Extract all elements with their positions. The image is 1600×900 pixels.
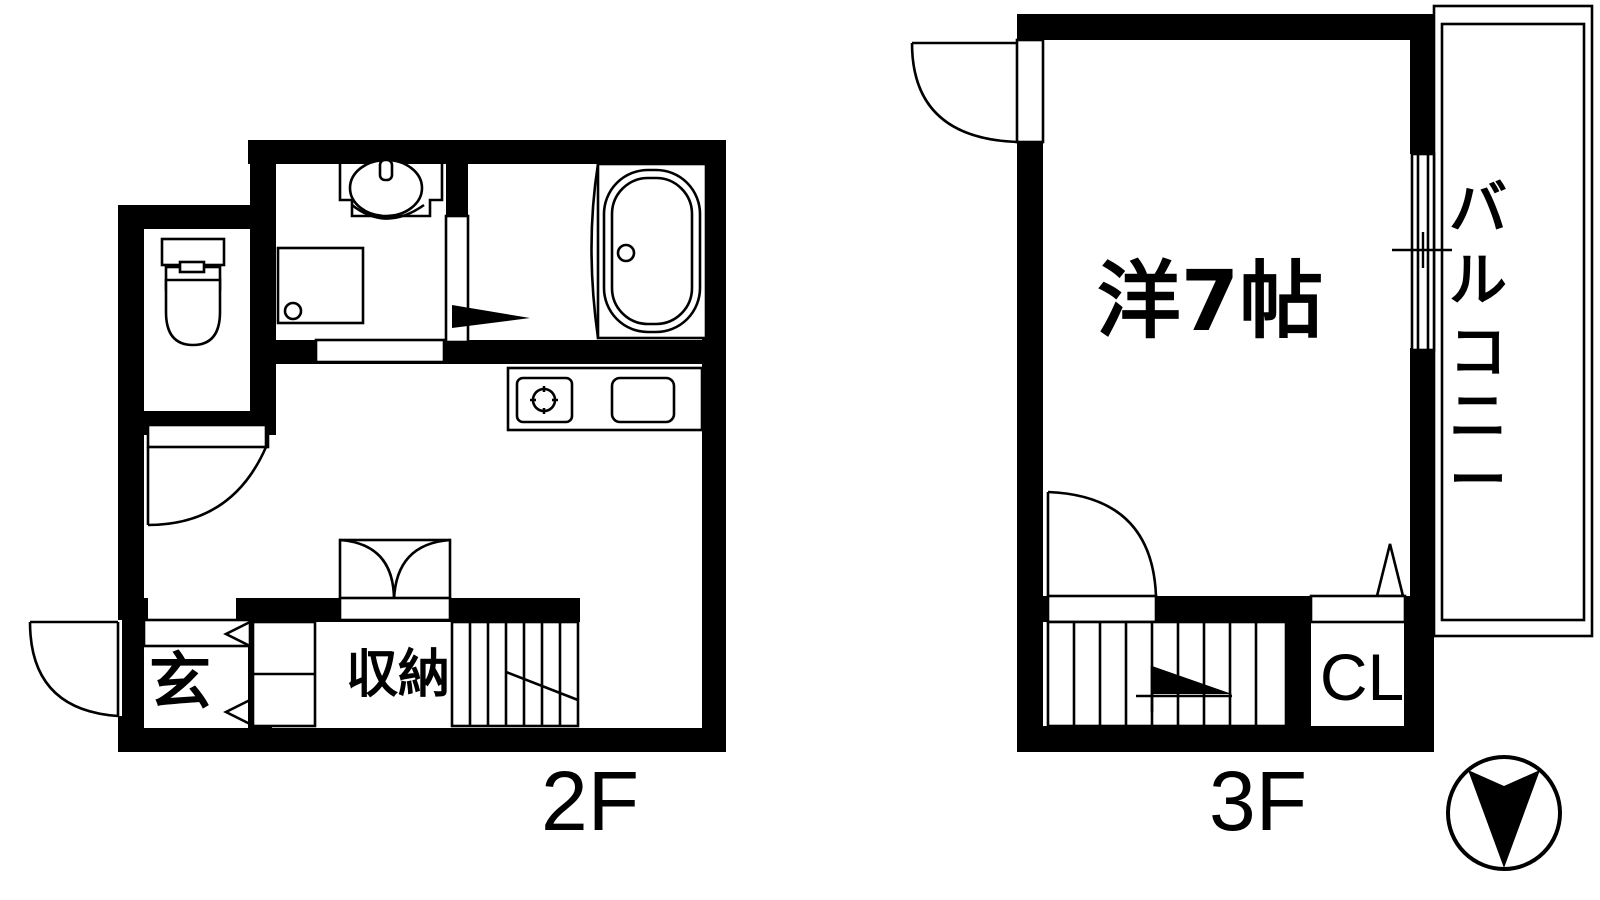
storage-label: 収納	[346, 645, 450, 705]
north-indicator	[1446, 755, 1562, 871]
fixtures-2f	[28, 158, 708, 728]
compass-needle	[1468, 770, 1540, 868]
balcony-label-char-1: バ	[1449, 174, 1507, 242]
balcony-label-char-4: ニ	[1449, 382, 1507, 450]
washbasin	[338, 158, 444, 220]
stove-burner	[531, 387, 557, 413]
balcony-label-group: バ ル コ ニ ー	[1449, 174, 1507, 514]
genkan-entry-door	[28, 620, 122, 718]
room-entry-door	[910, 38, 1045, 144]
balcony-label-char-3: コ	[1449, 318, 1507, 386]
floor-plan-3f: 洋7帖 バ ル コ ニ ー CL 3F	[910, 4, 1594, 848]
stair-up-arrow	[1152, 666, 1232, 694]
balcony-railing	[1432, 4, 1594, 638]
kitchen-sink	[610, 376, 676, 424]
staircase-2f	[450, 620, 580, 728]
balcony-label-char-2: ル	[1449, 246, 1507, 314]
fixtures-3f	[910, 4, 1594, 728]
balcony-sliding-door	[1392, 152, 1452, 352]
closet-opening	[1309, 594, 1407, 624]
kitchen-counter	[506, 366, 704, 432]
storage-doors	[338, 538, 452, 602]
bathtub	[590, 162, 708, 340]
washing-machine-pan	[276, 246, 365, 325]
genkan-step	[142, 618, 252, 648]
staircase-3f	[1046, 620, 1288, 728]
stair-direction-line	[505, 670, 579, 702]
shoe-cabinet	[223, 620, 317, 728]
balcony-label-char-5: ー	[1449, 446, 1507, 514]
floor-label-3f: 3F	[1209, 754, 1307, 848]
floor-label-2f: 2F	[541, 754, 639, 848]
genkan-label: 玄	[149, 645, 211, 718]
toilet-door	[146, 423, 270, 527]
room-interior-door	[1046, 490, 1158, 624]
storage-opening	[338, 596, 452, 622]
bath-door	[444, 214, 530, 344]
closet-label: CL	[1320, 640, 1404, 714]
floor-plan-2f: 玄 収納 2F	[28, 140, 726, 848]
western-room-label: 洋7帖	[1097, 252, 1323, 350]
washroom-door	[314, 338, 446, 364]
toilet-fixture	[160, 237, 226, 347]
